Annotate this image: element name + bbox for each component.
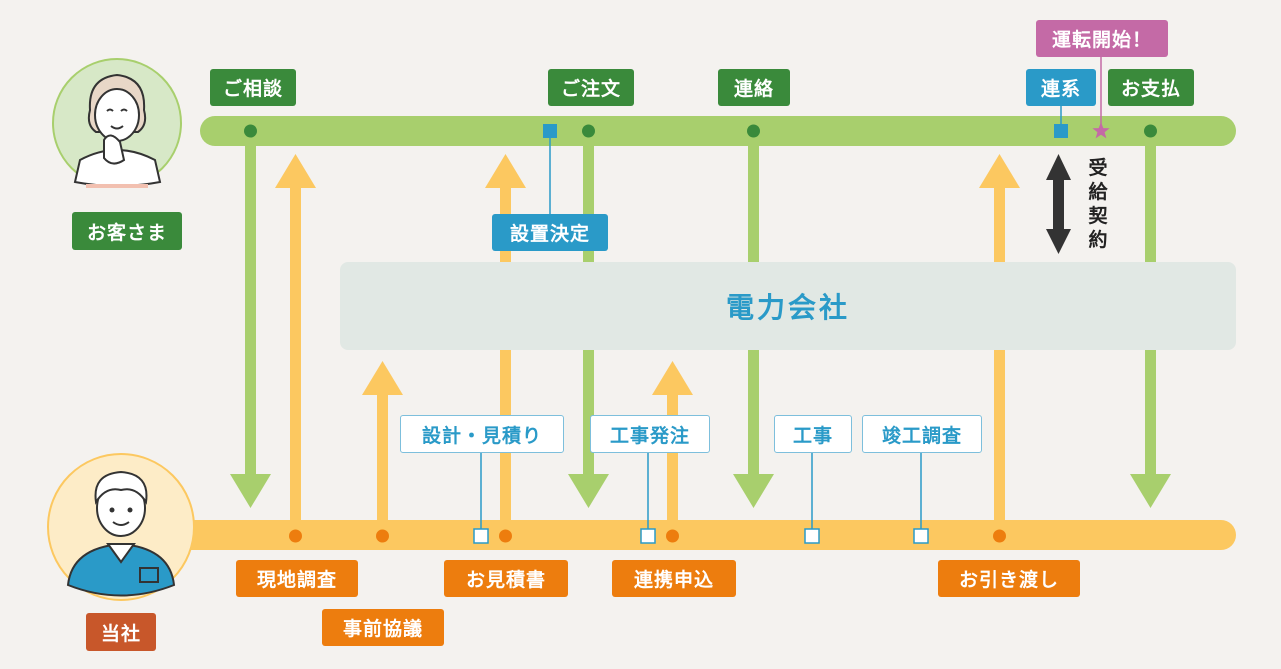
connector-lines [480, 56, 1102, 536]
design-estimate-label: 設計・見積り [400, 415, 564, 453]
dot-pre-consult [376, 529, 389, 543]
star-icon [1092, 122, 1110, 139]
down-arrow-consult [230, 131, 271, 508]
customer-label: お客さま [72, 212, 182, 250]
company-label: 当社 [86, 613, 156, 651]
square-install-decision [543, 124, 557, 138]
customer-timeline [200, 116, 1236, 146]
up-arrow-handover [979, 154, 1020, 536]
link-apply-label: 連携申込 [612, 560, 736, 597]
work-order-label: 工事発注 [590, 415, 710, 453]
site-survey-label: 現地調査 [236, 560, 358, 597]
up-arrow-pre-consult [362, 361, 403, 536]
start-label: 運転開始！ [1036, 20, 1168, 57]
consult-label: ご相談 [210, 69, 296, 106]
install-decision-label: 設置決定 [492, 214, 608, 251]
step-squares [473, 528, 929, 544]
order-label: ご注文 [548, 69, 634, 106]
square-link [1054, 124, 1068, 138]
company-timeline [170, 520, 1236, 550]
construction-label: 工事 [774, 415, 852, 453]
handover-label: お引き渡し [938, 560, 1080, 597]
dot-estimate [499, 529, 512, 543]
payment-label: お支払 [1108, 69, 1194, 106]
dot-handover [993, 529, 1006, 543]
power-company-box: 電力会社 [340, 262, 1236, 350]
estimate-doc-label: お見積書 [444, 560, 568, 597]
customer-avatar [52, 58, 182, 188]
contact-label: 連絡 [718, 69, 790, 106]
dot-payment [1144, 124, 1157, 138]
staff-avatar [47, 453, 195, 601]
contract-double-arrow [1046, 154, 1071, 254]
dot-order [582, 124, 595, 138]
up-arrow-link-apply [652, 361, 693, 536]
link-label: 連系 [1026, 69, 1096, 106]
dot-contact [747, 124, 760, 138]
dot-site-survey [289, 529, 302, 543]
up-arrow-site-survey [275, 154, 316, 536]
dot-consult [244, 124, 257, 138]
contract-label: 受給契約 [1088, 157, 1108, 251]
dot-link-apply [666, 529, 679, 543]
inspection-label: 竣工調査 [862, 415, 982, 453]
pre-consult-label: 事前協議 [322, 609, 444, 646]
up-arrow-estimate [485, 154, 526, 536]
